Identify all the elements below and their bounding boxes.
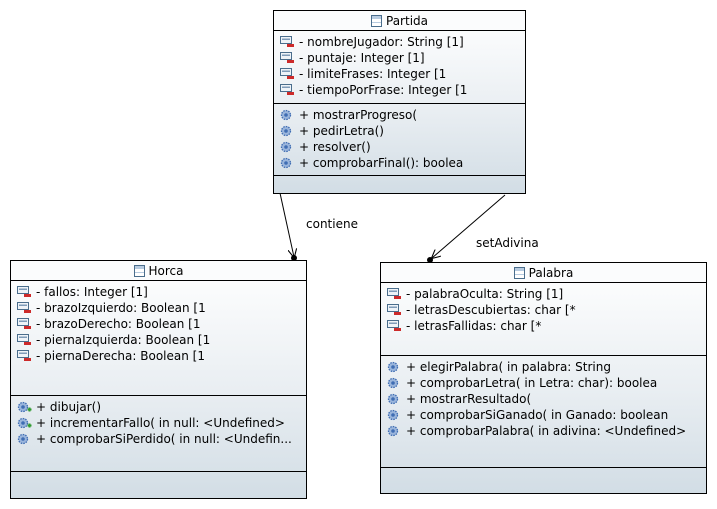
attribute-row[interactable]: - puntaje: Integer [1] bbox=[274, 50, 525, 66]
operations-compartment: + elegirPalabra( in palabra: String + co… bbox=[381, 356, 706, 468]
operation-row[interactable]: + elegirPalabra( in palabra: String bbox=[381, 359, 706, 375]
private-attribute-icon bbox=[387, 320, 402, 332]
operations-compartment: + mostrarProgreso( + pedirLetra() + reso… bbox=[274, 104, 525, 176]
class-partida[interactable]: Partida - nombreJugador: String [1] - pu… bbox=[273, 10, 526, 194]
association-label-setadivina: setAdivina bbox=[476, 236, 539, 250]
operation-icon bbox=[387, 393, 402, 406]
operation-icon bbox=[387, 425, 402, 438]
operation-row[interactable]: + resolver() bbox=[274, 139, 525, 155]
class-icon bbox=[371, 14, 382, 27]
association-end-dot bbox=[291, 255, 297, 261]
operation-icon bbox=[280, 157, 295, 170]
operation-icon bbox=[387, 409, 402, 422]
private-attribute-icon bbox=[17, 334, 32, 346]
class-header: Partida bbox=[274, 11, 525, 31]
class-name: Palabra bbox=[528, 265, 574, 280]
operation-icon bbox=[280, 109, 295, 122]
attributes-compartment: - palabraOculta: String [1] - letrasDesc… bbox=[381, 283, 706, 356]
operation-icon bbox=[387, 377, 402, 390]
operation-icon bbox=[387, 361, 402, 374]
class-icon bbox=[513, 266, 525, 279]
create-operation-icon bbox=[17, 417, 32, 430]
private-attribute-icon bbox=[280, 68, 295, 80]
attribute-row[interactable]: - letrasDescubiertas: char [* bbox=[381, 302, 706, 318]
operation-row[interactable]: + pedirLetra() bbox=[274, 123, 525, 139]
class-name: Horca bbox=[148, 263, 184, 278]
class-name: Partida bbox=[386, 13, 428, 28]
class-header: Palabra bbox=[381, 263, 706, 283]
attribute-row[interactable]: - piernaDerecha: Boolean [1 bbox=[11, 348, 306, 364]
operation-icon bbox=[17, 433, 32, 446]
operation-row[interactable]: + comprobarPalabra( in adivina: <Undefin… bbox=[381, 423, 706, 439]
attribute-row[interactable]: - limiteFrases: Integer [1 bbox=[274, 66, 525, 82]
operation-row[interactable]: + mostrarProgreso( bbox=[274, 107, 525, 123]
attribute-row[interactable]: - fallos: Integer [1] bbox=[11, 284, 306, 300]
operation-row[interactable]: + comprobarFinal(): boolea bbox=[274, 155, 525, 171]
attributes-compartment: - fallos: Integer [1] - brazoIzquierdo: … bbox=[11, 281, 306, 396]
class-palabra[interactable]: Palabra - palabraOculta: String [1] - le… bbox=[380, 262, 707, 494]
association-label-contiene: contiene bbox=[306, 217, 358, 231]
class-header: Horca bbox=[11, 261, 306, 281]
private-attribute-icon bbox=[17, 302, 32, 314]
association-setadivina[interactable] bbox=[427, 194, 506, 263]
operation-row[interactable]: + dibujar() bbox=[11, 399, 306, 415]
attribute-row[interactable]: - nombreJugador: String [1] bbox=[274, 34, 525, 50]
attribute-row[interactable]: - letrasFallidas: char [* bbox=[381, 318, 706, 334]
private-attribute-icon bbox=[280, 84, 295, 96]
attributes-compartment: - nombreJugador: String [1] - puntaje: I… bbox=[274, 31, 525, 104]
association-contiene[interactable] bbox=[279, 192, 297, 261]
private-attribute-icon bbox=[17, 318, 32, 330]
private-attribute-icon bbox=[280, 36, 295, 48]
class-icon bbox=[133, 264, 145, 277]
attribute-row[interactable]: - tiempoPorFrase: Integer [1 bbox=[274, 82, 525, 98]
private-attribute-icon bbox=[17, 350, 32, 362]
operation-icon bbox=[280, 141, 295, 154]
operation-icon bbox=[280, 125, 295, 138]
operation-row[interactable]: + incrementarFallo( in null: <Undefined> bbox=[11, 415, 306, 431]
create-operation-icon bbox=[17, 401, 32, 414]
private-attribute-icon bbox=[280, 52, 295, 64]
operation-row[interactable]: + comprobarSiPerdido( in null: <Undefin.… bbox=[11, 431, 306, 447]
association-end-dot bbox=[427, 257, 433, 263]
private-attribute-icon bbox=[387, 304, 402, 316]
attribute-row[interactable]: - brazoIzquierdo: Boolean [1 bbox=[11, 300, 306, 316]
attribute-row[interactable]: - palabraOculta: String [1] bbox=[381, 286, 706, 302]
operation-row[interactable]: + comprobarSiGanado( in Ganado: boolean bbox=[381, 407, 706, 423]
operation-row[interactable]: + mostrarResultado( bbox=[381, 391, 706, 407]
private-attribute-icon bbox=[387, 288, 402, 300]
attribute-row[interactable]: - piernaIzquierda: Boolean [1 bbox=[11, 332, 306, 348]
operation-row[interactable]: + comprobarLetra( in Letra: char): boole… bbox=[381, 375, 706, 391]
attribute-row[interactable]: - brazoDerecho: Boolean [1 bbox=[11, 316, 306, 332]
operations-compartment: + dibujar() + incrementarFallo( in null:… bbox=[11, 396, 306, 472]
class-horca[interactable]: Horca - fallos: Integer [1] - brazoIzqui… bbox=[10, 260, 307, 499]
private-attribute-icon bbox=[17, 286, 32, 298]
